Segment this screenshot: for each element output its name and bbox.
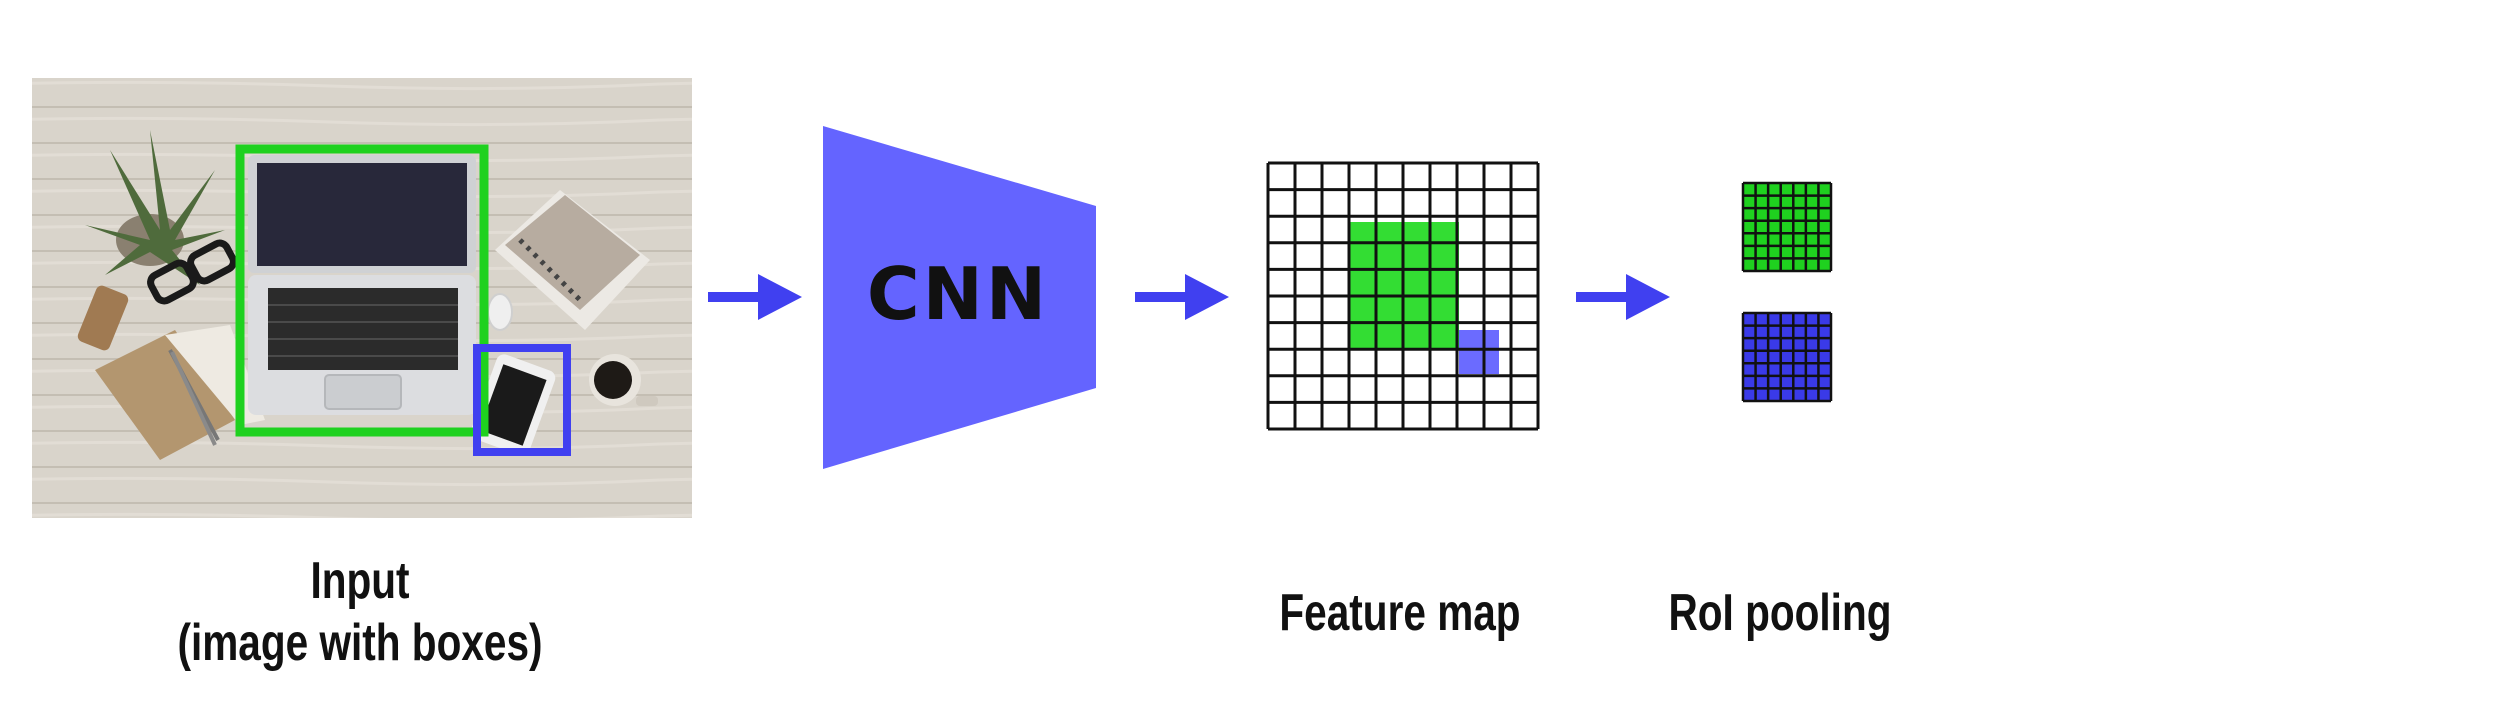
glasses-illustration — [147, 239, 237, 305]
feature-map — [1266, 161, 1540, 431]
input-image — [32, 78, 692, 518]
pencil-illustration — [170, 351, 217, 446]
mouse-illustration — [487, 293, 513, 331]
plant-illustration — [85, 130, 225, 285]
cnn-block: CNN — [823, 126, 1096, 469]
spiral-notebook-illustration — [495, 190, 650, 330]
input-label: Input (image with boxes) — [110, 550, 609, 675]
feature-map-label: Feature map — [1279, 584, 1521, 642]
phone-illustration — [470, 354, 556, 456]
arrow-1 — [708, 274, 802, 320]
green-bounding-box — [235, 144, 489, 437]
roi-output-green — [1741, 181, 1833, 273]
coffee-cup-illustration — [589, 354, 658, 406]
arrow-3 — [1576, 274, 1670, 320]
roi-output-blue-grid — [1741, 311, 1833, 403]
roi-output-blue — [1741, 311, 1833, 403]
laptop-illustration — [248, 155, 476, 415]
wood-block-illustration — [77, 285, 129, 351]
arrow-2 — [1135, 274, 1229, 320]
blue-bounding-box — [473, 344, 571, 456]
feature-map-blue-region — [1459, 330, 1499, 374]
cnn-label: CNN — [867, 252, 1049, 336]
feature-map-grid — [1266, 161, 1540, 431]
roi-output-green-grid — [1741, 181, 1833, 273]
input-label-line2: (image with boxes) — [177, 614, 543, 673]
roi-pooling-label: RoI pooling — [1668, 584, 1892, 642]
input-label-line1: Input — [310, 552, 410, 610]
